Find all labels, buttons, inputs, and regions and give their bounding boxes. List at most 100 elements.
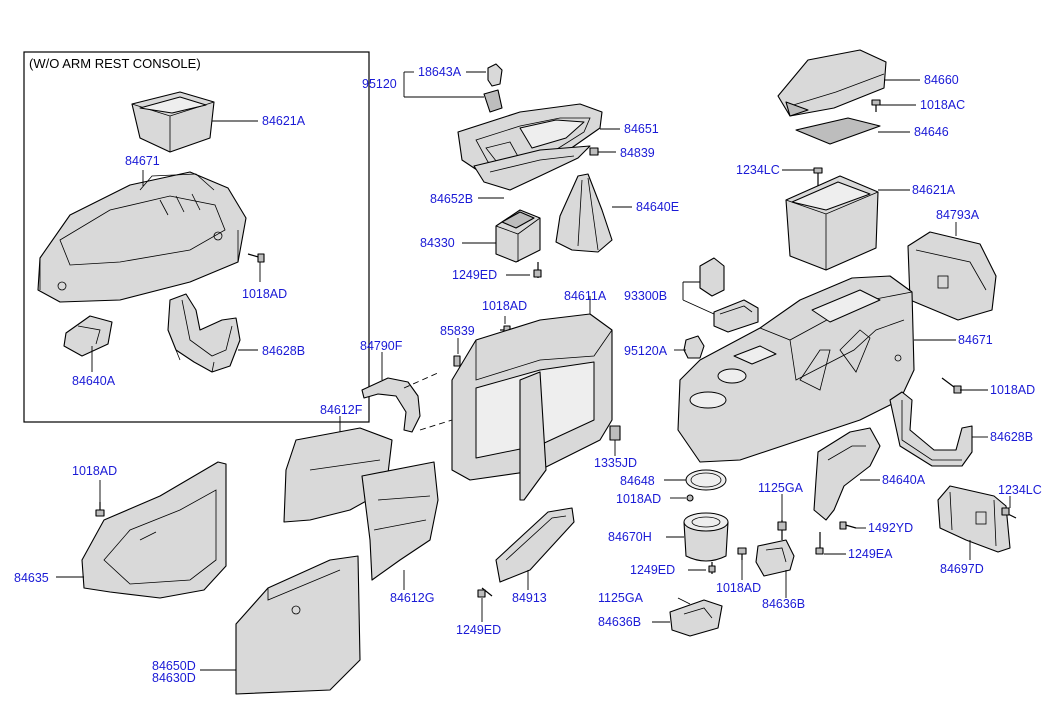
- label-84612G: 84612G: [390, 591, 434, 605]
- inset-panel: (W/O ARM REST CONSOLE): [23, 51, 370, 423]
- label-84640E: 84640E: [636, 200, 679, 214]
- label-84671-inset: 84671: [125, 154, 160, 168]
- bracket-84697D: [937, 485, 1011, 560]
- label-84635: 84635: [14, 571, 49, 585]
- label-1335JD: 1335JD: [594, 456, 637, 470]
- bracket-84790F: [361, 352, 421, 433]
- center-console-front-84913: [495, 507, 575, 590]
- label-1018AC: 1018AC: [920, 98, 965, 112]
- label-93300B: 93300B: [624, 289, 667, 303]
- bracket-84636B-b: [755, 539, 795, 598]
- shift-knob-95120: [403, 63, 503, 113]
- screw-1492YD: [839, 521, 866, 530]
- screw-1125GA-b: [777, 494, 787, 540]
- label-84630D: 84630D: [152, 671, 196, 685]
- ashtray-84330: [462, 209, 541, 263]
- screw-1234LC-a: [782, 167, 823, 186]
- bracket-84640A: [813, 427, 881, 521]
- screw-1249ED-c: [688, 562, 716, 574]
- label-84660: 84660: [924, 73, 959, 87]
- label-1018AD-b: 1018AD: [482, 299, 527, 313]
- label-1018AD-e: 1018AD: [716, 581, 761, 595]
- inset-tray-84621A: [131, 91, 215, 153]
- label-1018AD-inset: 1018AD: [242, 287, 287, 301]
- side-panel-84611A: [451, 296, 613, 501]
- ring-84648: [664, 469, 727, 491]
- shift-boot-84640E: [555, 173, 632, 253]
- label-1018AD-f: 1018AD: [990, 383, 1035, 397]
- bracket-84636B-a: [652, 597, 723, 637]
- label-1249ED-b: 1249ED: [456, 623, 501, 637]
- screw-1249ED-a: [506, 262, 542, 278]
- screw-1249EA: [815, 532, 846, 555]
- label-84636B-a: 84636B: [598, 615, 641, 629]
- cup-84670H: [666, 512, 729, 562]
- screw-1234LC-b: [1001, 496, 1017, 519]
- label-1234LC-b: 1234LC: [998, 483, 1042, 497]
- label-84839: 84839: [620, 146, 655, 160]
- lower-panel-84650D: [200, 555, 361, 695]
- side-cover-84612G: [361, 461, 439, 590]
- label-84640A-inset: 84640A: [72, 374, 116, 388]
- storage-box-84621A: [785, 175, 910, 271]
- label-84648: 84648: [620, 474, 655, 488]
- label-1249ED-c: 1249ED: [630, 563, 675, 577]
- label-84621A: 84621A: [912, 183, 956, 197]
- label-84697D: 84697D: [940, 562, 984, 576]
- label-18643A: 18643A: [418, 65, 462, 79]
- main-console-84671: [677, 275, 956, 463]
- label-84628B-inset: 84628B: [262, 344, 305, 358]
- label-1249EA: 1249EA: [848, 547, 893, 561]
- label-84646: 84646: [914, 125, 949, 139]
- inset-bracket-84640A: [63, 315, 113, 357]
- label-84790F: 84790F: [360, 339, 403, 353]
- label-84650D: 84650D: [152, 659, 196, 673]
- clip-85839: [453, 338, 461, 367]
- label-1018AD-c: 1018AD: [72, 464, 117, 478]
- screw-1018AD-f: [941, 377, 988, 394]
- label-85839: 85839: [440, 324, 475, 338]
- screw-1018AD-e: [737, 547, 747, 580]
- plug-95120A: [674, 335, 705, 359]
- screw-1018AD-d: [670, 494, 694, 502]
- part-labels: 84621A 84671 1018AD 84640A 84628B 95120 …: [14, 65, 1042, 685]
- label-84640A: 84640A: [882, 473, 926, 487]
- label-1249ED-a: 1249ED: [452, 268, 497, 282]
- side-panel-84635: [56, 461, 227, 599]
- label-84612F: 84612F: [320, 403, 363, 417]
- label-1125GA-a: 1125GA: [598, 591, 644, 605]
- label-84621A-inset: 84621A: [262, 114, 306, 128]
- label-1492YD: 1492YD: [868, 521, 913, 535]
- label-84628B: 84628B: [990, 430, 1033, 444]
- label-1125GA-b: 1125GA: [758, 481, 804, 495]
- inset-bracket-84628B: [167, 293, 241, 373]
- label-84611A: 84611A: [564, 289, 607, 303]
- label-1234LC-a: 1234LC: [736, 163, 780, 177]
- screw-1249ED-b: [477, 587, 493, 622]
- shift-boot-frame-84652B: [473, 145, 591, 199]
- screw-1018AC: [871, 99, 916, 112]
- clip-1335JD: [609, 425, 621, 456]
- cup-holder-93300B: [682, 257, 759, 333]
- label-95120: 95120: [362, 77, 397, 91]
- clip-84839: [589, 147, 616, 156]
- label-84670H: 84670H: [608, 530, 652, 544]
- screw-1018AD-c: [95, 480, 105, 517]
- pocket-84793A: [907, 222, 997, 321]
- label-84793A: 84793A: [936, 208, 980, 222]
- label-84651: 84651: [624, 122, 659, 136]
- label-84636B-b: 84636B: [762, 597, 805, 611]
- label-84913: 84913: [512, 591, 547, 605]
- inset-screw-1018AD: [247, 253, 265, 263]
- label-95120A: 95120A: [624, 344, 668, 358]
- inset-console-84671: [37, 171, 247, 303]
- inset-title: (W/O ARM REST CONSOLE): [29, 56, 201, 71]
- label-84330: 84330: [420, 236, 455, 250]
- label-1018AD-d: 1018AD: [616, 492, 661, 506]
- label-84652B: 84652B: [430, 192, 473, 206]
- label-84671: 84671: [958, 333, 993, 347]
- mat-84646: [795, 117, 910, 145]
- bracket-84628B: [889, 391, 988, 467]
- armrest-lid-84660: [777, 49, 920, 117]
